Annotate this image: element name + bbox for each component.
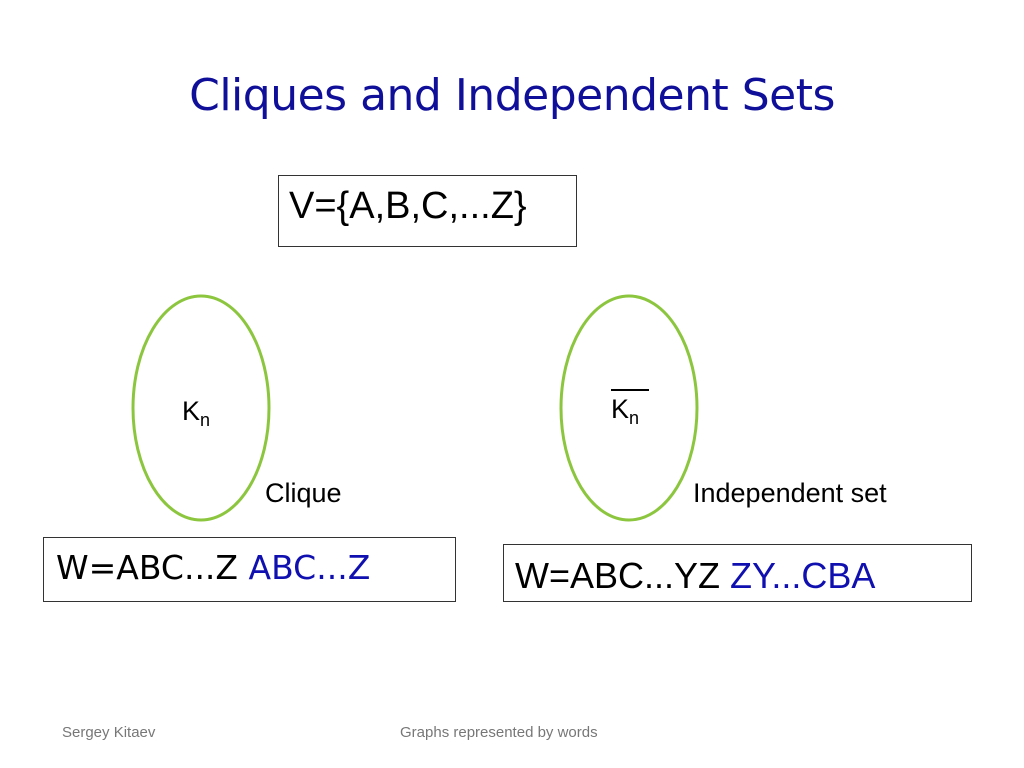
complement-graph-letter: K [611,394,630,424]
independent-set-word-highlight: ZY...CBA [730,555,876,596]
complement-graph-label: Kn [611,394,639,433]
complement-overbar [611,389,649,391]
footer-author: Sergey Kitaev [62,724,156,741]
complete-graph-label: Kn [182,396,210,435]
clique-caption: Clique [265,478,342,508]
independent-set-oval [559,294,699,522]
footer-subject: Graphs represented by words [400,724,598,741]
slide-title: Cliques and Independent Sets [189,70,835,121]
clique-word-prefix: W=ABC...Z [56,548,239,587]
clique-word-highlight: ABC...Z [248,548,371,587]
complement-graph-subscript: n [629,408,640,428]
complete-graph-subscript: n [200,410,211,430]
independent-set-word-box: W=ABC...YZ ZY...CBA [503,544,972,602]
clique-oval [131,294,271,522]
independent-set-word-prefix: W=ABC...YZ [515,555,721,596]
independent-set-caption: Independent set [693,478,887,508]
vertex-set-text: V={A,B,C,...Z} [289,185,527,227]
complete-graph-letter: K [182,396,201,426]
vertex-set-box: V={A,B,C,...Z} [278,175,577,247]
clique-word-box: W=ABC...Z ABC...Z [43,537,456,602]
